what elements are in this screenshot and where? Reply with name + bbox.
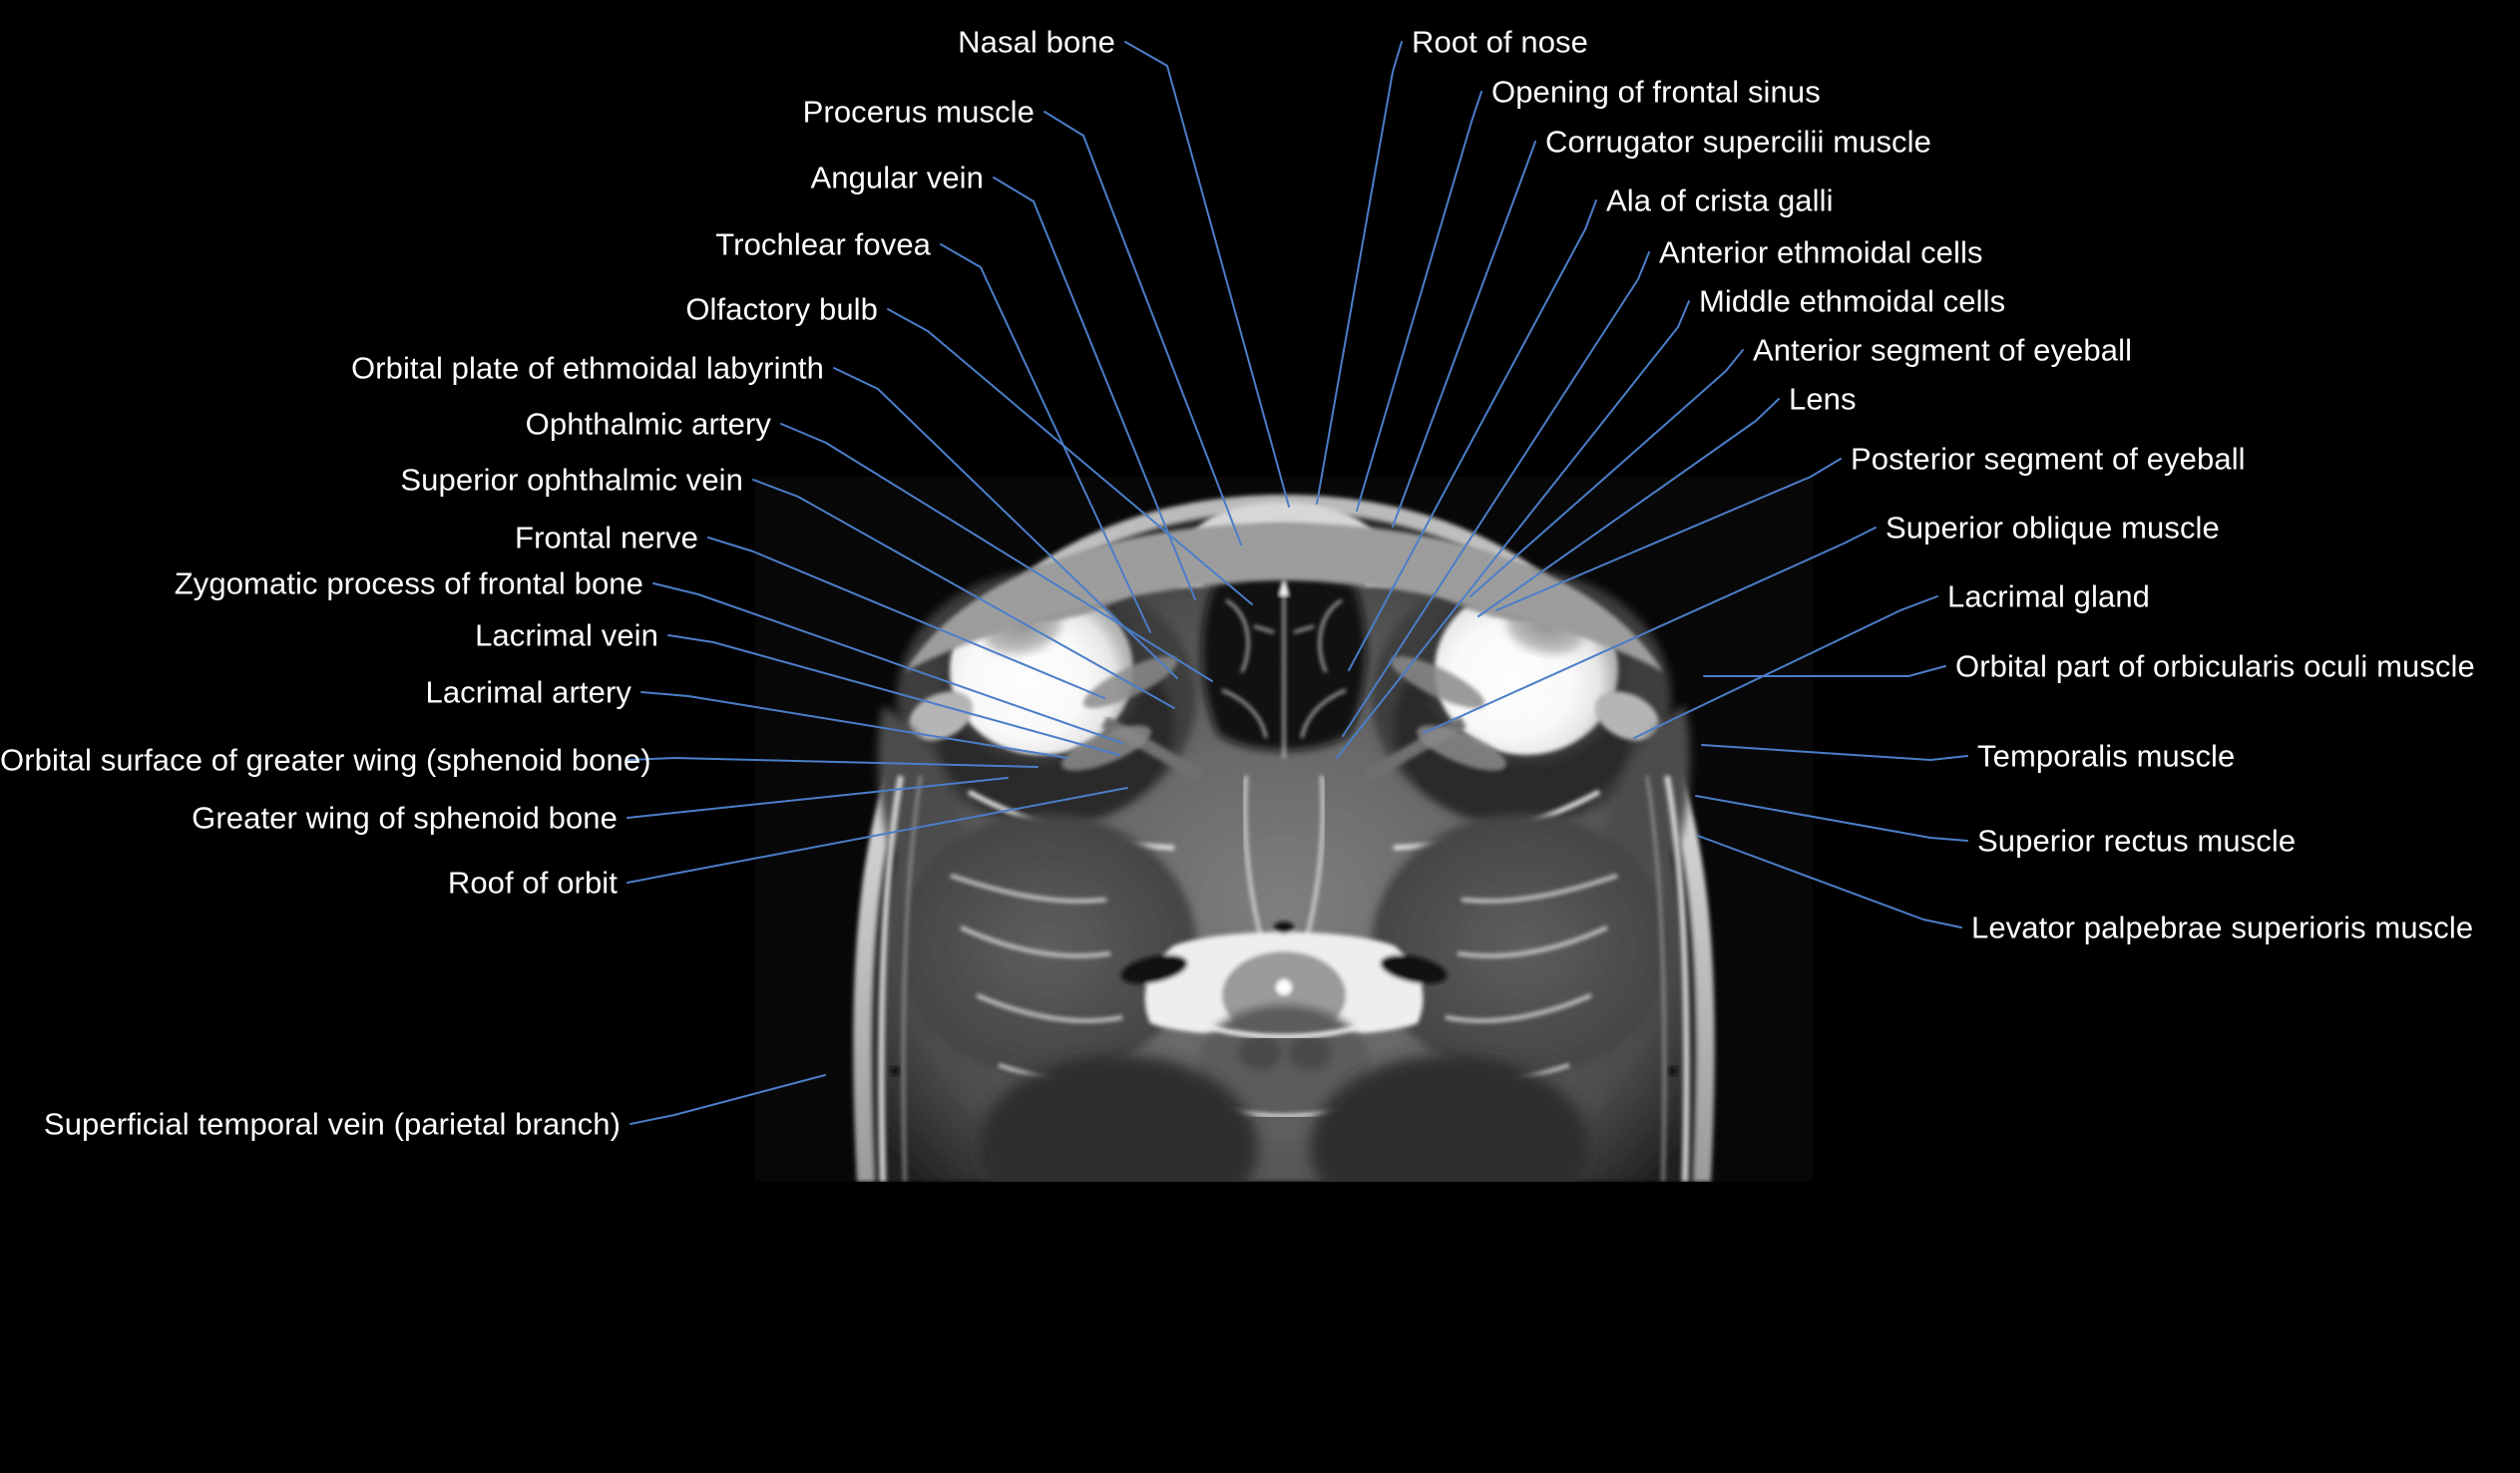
label-ala-of-crista-galli: Ala of crista galli bbox=[1606, 183, 1834, 218]
leader-line-nasal-bone bbox=[1124, 41, 1290, 508]
label-middle-ethmoidal-cells: Middle ethmoidal cells bbox=[1699, 283, 2006, 319]
label-roof-of-orbit: Roof of orbit bbox=[447, 865, 618, 901]
label-lacrimal-artery: Lacrimal artery bbox=[425, 674, 631, 710]
label-root-of-nose: Root of nose bbox=[1412, 24, 1588, 60]
label-nasal-bone: Nasal bone bbox=[958, 24, 1115, 60]
mri-scan-image bbox=[755, 477, 1813, 1182]
label-superior-ophthalmic-vein: Superior ophthalmic vein bbox=[400, 462, 743, 498]
label-lacrimal-gland: Lacrimal gland bbox=[1947, 578, 2151, 614]
label-levator-palpebrae-superioris: Levator palpebrae superioris muscle bbox=[1971, 910, 2474, 945]
label-lacrimal-vein: Lacrimal vein bbox=[475, 617, 658, 653]
label-superior-oblique-muscle: Superior oblique muscle bbox=[1886, 510, 2220, 546]
label-superficial-temporal-vein: Superficial temporal vein (parietal bran… bbox=[43, 1106, 621, 1142]
label-procerus-muscle: Procerus muscle bbox=[802, 94, 1035, 130]
label-orbital-plate-ethmoidal: Orbital plate of ethmoidal labyrinth bbox=[350, 350, 824, 386]
label-anterior-ethmoidal-cells: Anterior ethmoidal cells bbox=[1659, 234, 1983, 270]
label-greater-wing-sphenoid-bone: Greater wing of sphenoid bone bbox=[192, 800, 618, 836]
label-superior-rectus-muscle: Superior rectus muscle bbox=[1977, 823, 2297, 859]
leader-line-root-of-nose bbox=[1316, 41, 1403, 505]
label-opening-of-frontal-sinus: Opening of frontal sinus bbox=[1491, 74, 1821, 110]
label-angular-vein: Angular vein bbox=[810, 160, 984, 195]
leader-line-opening-of-frontal-sinus bbox=[1356, 91, 1482, 512]
label-olfactory-bulb: Olfactory bulb bbox=[685, 291, 878, 327]
label-orbital-part-orbicularis-oculi: Orbital part of orbicularis oculi muscle bbox=[1955, 648, 2475, 684]
label-corrugator-supercilii-muscle: Corrugator supercilii muscle bbox=[1545, 124, 1931, 160]
label-frontal-nerve: Frontal nerve bbox=[515, 520, 698, 555]
leader-line-corrugator-supercilii-muscle bbox=[1392, 141, 1536, 528]
label-ophthalmic-artery: Ophthalmic artery bbox=[525, 406, 771, 442]
label-trochlear-fovea: Trochlear fovea bbox=[715, 226, 931, 262]
label-posterior-segment-of-eyeball: Posterior segment of eyeball bbox=[1851, 441, 2246, 477]
label-orbital-surface-greater-wing: Orbital surface of greater wing (sphenoi… bbox=[0, 742, 651, 778]
label-lens: Lens bbox=[1789, 381, 1857, 417]
label-anterior-segment-of-eyeball: Anterior segment of eyeball bbox=[1753, 332, 2133, 368]
label-temporalis-muscle: Temporalis muscle bbox=[1977, 738, 2236, 774]
label-zygomatic-process-frontal-bone: Zygomatic process of frontal bone bbox=[174, 565, 643, 601]
